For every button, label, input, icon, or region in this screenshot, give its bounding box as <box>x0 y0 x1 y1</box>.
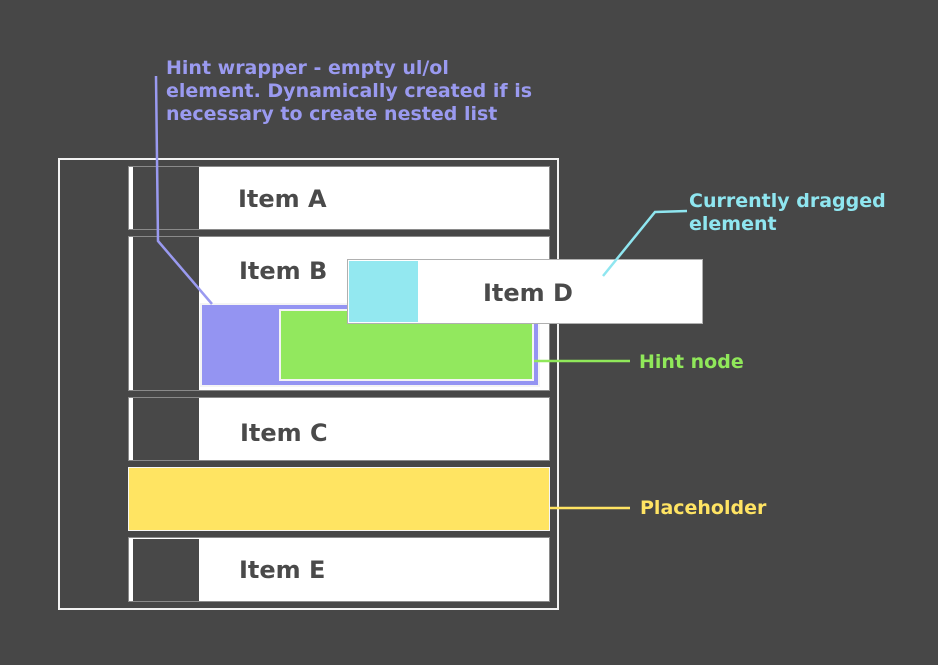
outer-list <box>58 158 559 610</box>
dragged-annotation: Currently dragged element <box>689 190 886 236</box>
item-d-label: Item D <box>483 279 573 307</box>
placeholder-annotation: Placeholder <box>640 497 767 519</box>
drag-handle-d[interactable] <box>349 261 418 322</box>
placeholder <box>128 467 550 531</box>
item-a-label: Item A <box>238 185 327 213</box>
item-c-label: Item C <box>240 419 328 447</box>
hint-wrapper-annotation-line-1: Hint wrapper - empty ul/ol <box>166 57 449 79</box>
item-b-label: Item B <box>239 257 328 285</box>
dragged-leader <box>602 209 688 277</box>
hint-node-annotation: Hint node <box>639 351 744 373</box>
drag-handle-e[interactable] <box>133 539 199 601</box>
drag-handle-c[interactable] <box>133 398 199 460</box>
item-e-label: Item E <box>239 556 326 584</box>
hint-wrapper-annotation-line-2: element. Dynamically created if is <box>166 80 533 102</box>
hint-wrapper-annotation-line-3: necessary to create nested list <box>166 103 498 125</box>
hint-wrapper-annotation: Hint wrapper - empty ul/ol element. Dyna… <box>166 57 532 126</box>
drag-handle-a[interactable] <box>133 167 199 229</box>
hint-wrapper-leader <box>154 75 213 305</box>
dragged-annotation-line-2: element <box>689 213 777 235</box>
drag-handle-b[interactable] <box>133 237 199 390</box>
dragged-annotation-line-1: Currently dragged <box>689 190 886 212</box>
